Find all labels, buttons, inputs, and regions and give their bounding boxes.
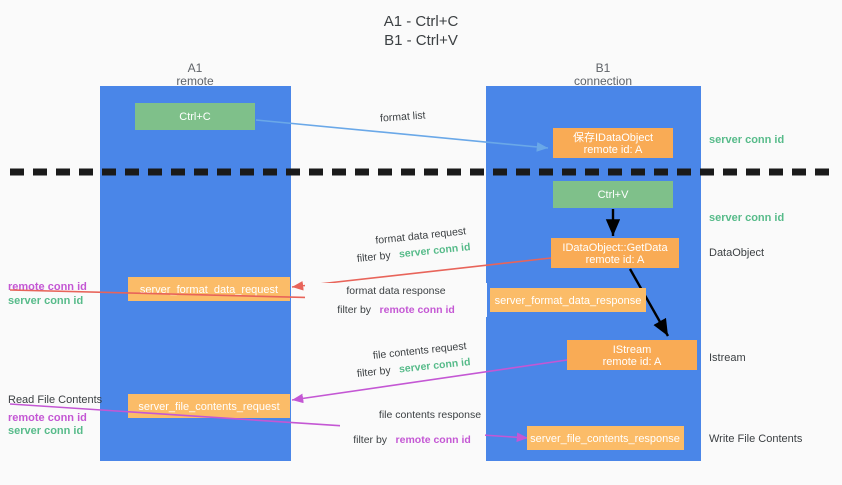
node-server-format-data-response-label: server_format_data_response <box>495 295 642 307</box>
node-ctrl-v[interactable] <box>553 181 673 208</box>
side-label-server-conn-id-top: server conn id <box>709 134 784 146</box>
side-label-dataobject: DataObject <box>709 247 764 259</box>
column-header-a1-name: A1 <box>188 61 203 75</box>
node-getdata-line1: IDataObject::GetData <box>562 242 668 254</box>
node-idataobject-getdata[interactable] <box>551 238 679 268</box>
side-label-server-conn-id-second: server conn id <box>709 212 784 224</box>
side-label-server-conn-id-2: server conn id <box>8 425 83 437</box>
node-ctrl-c[interactable] <box>135 103 255 130</box>
edge-format-list <box>255 119 549 152</box>
edge-getdata-to-istream <box>628 268 670 337</box>
node-save-idataobject-line2: remote id: A <box>584 144 643 156</box>
side-label-read-file-contents: Read File Contents <box>8 394 103 406</box>
edge-format-data-response-label-bg <box>305 283 487 317</box>
node-save-idataobject-line1: 保存IDataObject <box>573 130 653 144</box>
side-label-write-file-contents: Write File Contents <box>709 433 803 445</box>
edge-format-data-request <box>291 257 552 291</box>
node-server-file-contents-response[interactable] <box>527 426 684 450</box>
node-server-file-contents-response-label: server_file_contents_response <box>530 433 680 445</box>
title-line-1: A1 - Ctrl+C <box>384 13 459 30</box>
column-header-b1-sub: connection <box>574 74 632 88</box>
column-header-b1-name: B1 <box>596 61 611 75</box>
edge-file-contents-request <box>291 359 568 404</box>
edge-format-data-response-filter: filter by remote conn id <box>337 300 455 317</box>
title-line-2: B1 - Ctrl+V <box>384 32 458 49</box>
node-ctrl-c-label: Ctrl+C <box>179 111 211 123</box>
node-istream-line1: IStream <box>613 344 652 356</box>
side-label-istream: Istream <box>709 352 746 364</box>
edge-file-contents-response-label: file contents response <box>379 409 481 421</box>
edge-file-contents-response-label-bg <box>340 404 485 442</box>
node-getdata-line2: remote id: A <box>586 254 645 266</box>
node-save-idataobject[interactable] <box>553 128 673 158</box>
node-server-format-data-request-label: server_format_data_request <box>140 284 278 296</box>
side-label-remote-conn-id-2: remote conn id <box>8 412 87 424</box>
edge-file-contents-response-filter: filter by remote conn id <box>353 430 471 447</box>
node-server-file-contents-request-label: server_file_contents_request <box>138 401 279 413</box>
edge-format-list-label: format list <box>380 109 426 124</box>
node-ctrl-v-label: Ctrl+V <box>598 189 630 201</box>
node-istream[interactable] <box>567 340 697 370</box>
node-istream-line2: remote id: A <box>603 356 662 368</box>
node-server-format-data-response[interactable] <box>490 288 646 312</box>
column-header-a1-sub: remote <box>176 74 214 88</box>
side-label-server-conn-id-1: server conn id <box>8 295 83 307</box>
edge-format-data-response-label: format data response <box>346 285 445 297</box>
